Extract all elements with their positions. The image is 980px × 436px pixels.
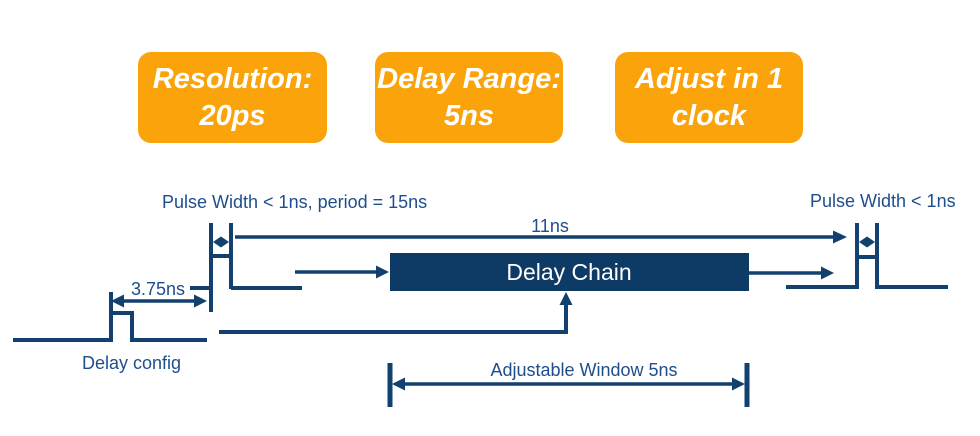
pulse-note-right-label: Pulse Width < 1ns [810, 191, 956, 211]
delay-11ns-label: 11ns [531, 216, 569, 236]
config-offset-label: 3.75ns [131, 279, 185, 299]
callout-adjust-clock-line1: Adjust in 1 [634, 62, 784, 95]
delay-config-waveform [13, 292, 207, 342]
measure-3-75ns-arrow [111, 294, 207, 308]
delay-config-label: Delay config [82, 353, 181, 373]
adjustable-window-label: Adjustable Window 5ns [490, 360, 677, 380]
measure-11ns-arrow [235, 230, 847, 244]
middle-pulse-waveform [190, 223, 302, 312]
callout-resolution-line2: 20ps [199, 99, 266, 132]
callout-adjust-clock-line2: clock [671, 99, 747, 132]
delay-chain-label: Delay Chain [506, 259, 631, 285]
input-signal-arrow [295, 265, 389, 279]
pulse-note-left-label: Pulse Width < 1ns, period = 15ns [162, 192, 427, 212]
callout-resolution: Resolution: 20ps [138, 52, 327, 143]
callout-delay-range: Delay Range: 5ns [375, 52, 563, 143]
callout-adjust-clock: Adjust in 1 clock [615, 52, 803, 143]
callout-delay-range-line2: 5ns [444, 99, 494, 132]
pulse-width-arrow-middle [213, 236, 229, 248]
adjustable-window-bracket [387, 363, 750, 407]
callout-resolution-line1: Resolution: [152, 62, 313, 95]
delay-chain-box [390, 253, 749, 291]
output-signal-arrow [749, 266, 834, 280]
pulse-width-arrow-right [859, 236, 875, 248]
config-feedback-arrow [219, 292, 573, 334]
output-pulse-waveform [786, 223, 948, 289]
callout-delay-range-line1: Delay Range: [377, 62, 561, 95]
